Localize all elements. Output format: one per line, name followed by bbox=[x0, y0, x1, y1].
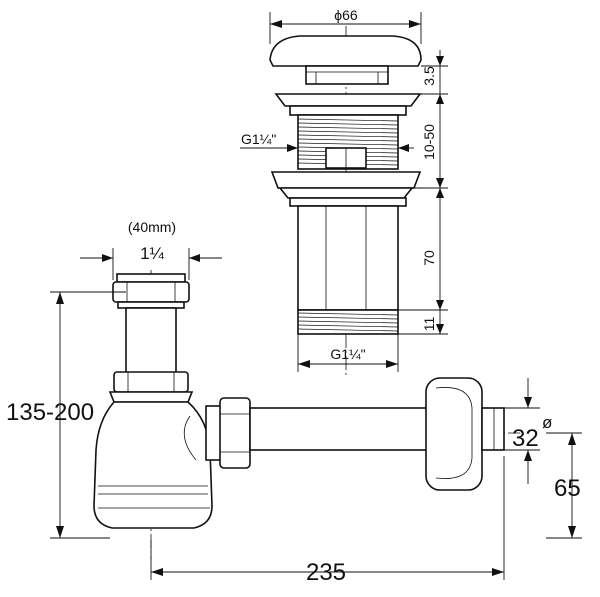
label-outlet-height: 65 bbox=[554, 475, 581, 502]
label-head-diameter: ϕ66 bbox=[334, 7, 358, 23]
label-thread-lower: G1¼" bbox=[330, 346, 365, 362]
drain-body-tube bbox=[297, 205, 399, 311]
outlet-pipe bbox=[249, 407, 429, 451]
label-inlet-size: 1¼ bbox=[140, 244, 164, 263]
label-height-range: 135-200 bbox=[6, 399, 94, 426]
label-cap-height: 3.5 bbox=[421, 66, 437, 86]
label-depth: 235 bbox=[306, 559, 346, 586]
drain-flange-ring bbox=[289, 105, 407, 116]
drain-cap bbox=[269, 35, 422, 67]
label-inlet-mm: (40mm) bbox=[128, 219, 176, 235]
wall-rosette bbox=[425, 377, 483, 491]
label-outlet-diameter-symbol: ø bbox=[542, 413, 552, 432]
label-body-length: 70 bbox=[421, 250, 437, 266]
label-thread-length: 11 bbox=[421, 317, 437, 332]
drain-lock-nut bbox=[270, 171, 422, 189]
wall-spigot bbox=[481, 407, 505, 451]
drain-nut-ring bbox=[289, 197, 407, 207]
inlet-pipe bbox=[125, 307, 177, 375]
popup-drain: ϕ66 3.5 10-50 70 11 G1¼" G1¼" bbox=[240, 7, 448, 378]
label-thread-range: 10-50 bbox=[421, 124, 437, 160]
drain-washer bbox=[278, 187, 414, 199]
label-thread-upper: G1¼" bbox=[241, 131, 276, 147]
bottle-collar bbox=[108, 391, 194, 403]
inlet-nut-base bbox=[117, 301, 185, 309]
bottle-siphon: (40mm) 1¼ 135-200 32 ø 65 235 bbox=[6, 219, 582, 586]
lower-thread-lines bbox=[297, 312, 399, 332]
drain-cap-neck bbox=[305, 65, 389, 85]
outlet-nut bbox=[219, 397, 251, 469]
bottle-nut bbox=[113, 371, 189, 393]
inlet-rim bbox=[116, 273, 186, 283]
bottle-body bbox=[93, 401, 213, 529]
label-outlet-diameter: 32 bbox=[512, 425, 539, 452]
drain-flange bbox=[274, 93, 422, 107]
